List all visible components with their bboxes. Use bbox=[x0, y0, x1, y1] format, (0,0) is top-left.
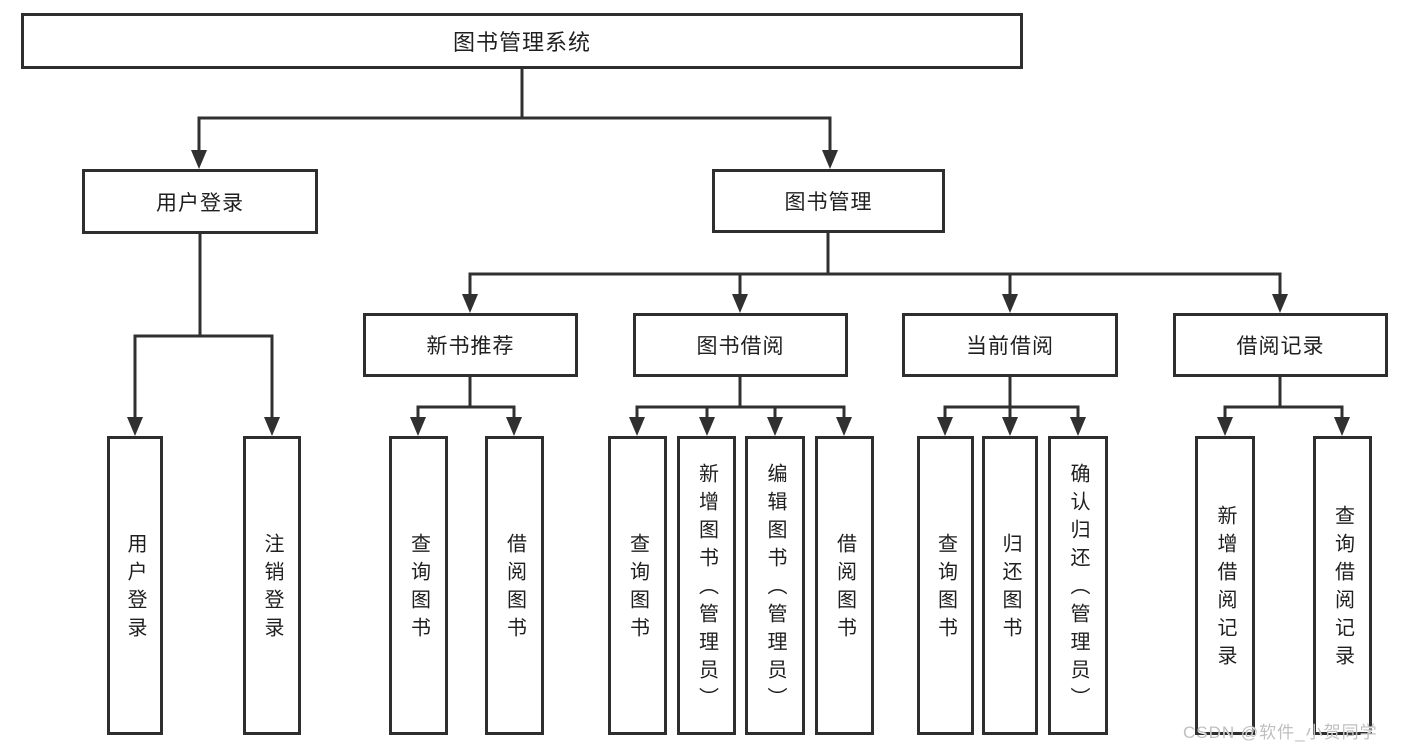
leaf-user-login: 用户登录 bbox=[107, 436, 163, 735]
leaf-confirm-return-admin: 确认归还（管理员） bbox=[1048, 436, 1108, 735]
leaf-borrow-book-2: 借阅图书 bbox=[815, 436, 874, 735]
node-book-management: 图书管理 bbox=[712, 169, 945, 233]
node-book-borrow: 图书借阅 bbox=[633, 313, 848, 377]
leaf-query-borrow-record: 查询借阅记录 bbox=[1313, 436, 1372, 735]
leaf-query-book-3: 查询图书 bbox=[917, 436, 974, 735]
leaf-add-borrow-record: 新增借阅记录 bbox=[1195, 436, 1255, 735]
node-current-borrow: 当前借阅 bbox=[902, 313, 1118, 377]
leaf-add-book-admin: 新增图书（管理员） bbox=[677, 436, 736, 735]
node-borrow-record: 借阅记录 bbox=[1173, 313, 1388, 377]
leaf-query-book-1: 查询图书 bbox=[389, 436, 448, 735]
leaf-logout: 注销登录 bbox=[243, 436, 301, 735]
node-new-book-recommend: 新书推荐 bbox=[363, 313, 578, 377]
leaf-query-book-2: 查询图书 bbox=[608, 436, 667, 735]
leaf-return-book: 归还图书 bbox=[982, 436, 1038, 735]
leaf-borrow-book-1: 借阅图书 bbox=[485, 436, 544, 735]
leaf-edit-book-admin: 编辑图书（管理员） bbox=[745, 436, 805, 735]
node-user-login: 用户登录 bbox=[82, 169, 318, 234]
csdn-watermark: CSDN @软件_小贺同学 bbox=[1183, 723, 1378, 742]
node-library-management-system: 图书管理系统 bbox=[21, 13, 1023, 69]
